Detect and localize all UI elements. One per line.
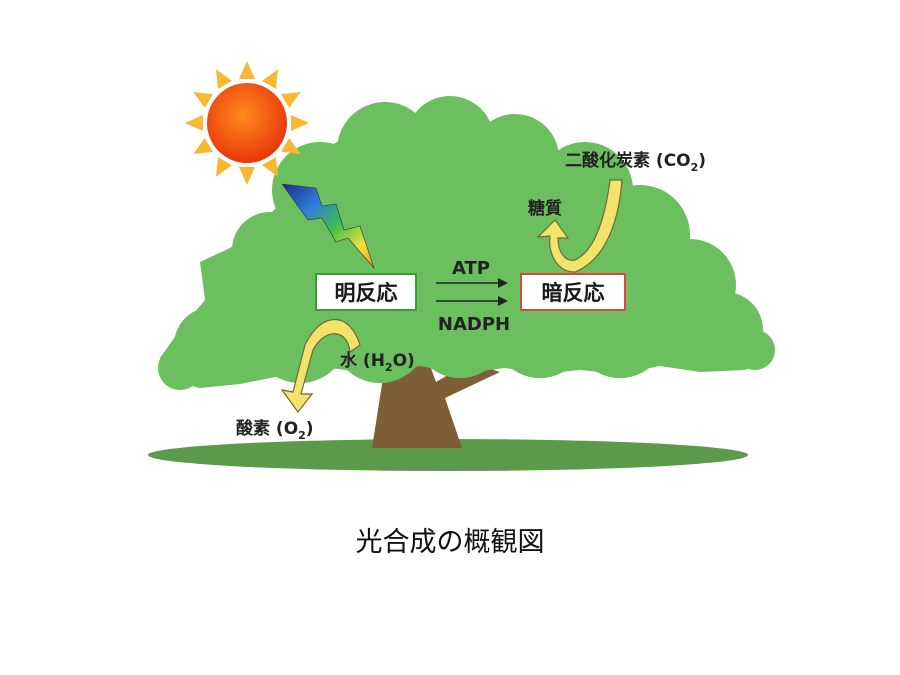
light-reaction-box bbox=[315, 273, 417, 311]
sun-icon bbox=[185, 61, 309, 185]
co2-sugar-arrow bbox=[536, 179, 623, 273]
ground-shadow bbox=[148, 439, 748, 471]
diagram-caption: 光合成の概観図 bbox=[355, 527, 545, 558]
water-label: 水 (H2O) bbox=[340, 350, 415, 374]
nadph-arrow bbox=[436, 296, 508, 306]
dark-reaction-label: 暗反応 bbox=[542, 281, 605, 305]
light-reaction-label: 明反応 bbox=[335, 281, 398, 305]
oxygen-label: 酸素 (O2) bbox=[236, 418, 314, 442]
nadph-label: NADPH bbox=[438, 314, 510, 335]
tree-trunk bbox=[372, 360, 500, 448]
atp-arrow bbox=[436, 278, 508, 288]
lightning-bolt-icon bbox=[281, 183, 375, 269]
water-oxygen-arrow bbox=[280, 319, 361, 413]
dark-reaction-box bbox=[520, 273, 626, 311]
co2-label: 二酸化炭素 (CO2) bbox=[565, 150, 706, 174]
sugar-label: 糖質 bbox=[528, 198, 562, 219]
atp-label: ATP bbox=[452, 258, 490, 279]
tree-foliage bbox=[158, 96, 775, 390]
